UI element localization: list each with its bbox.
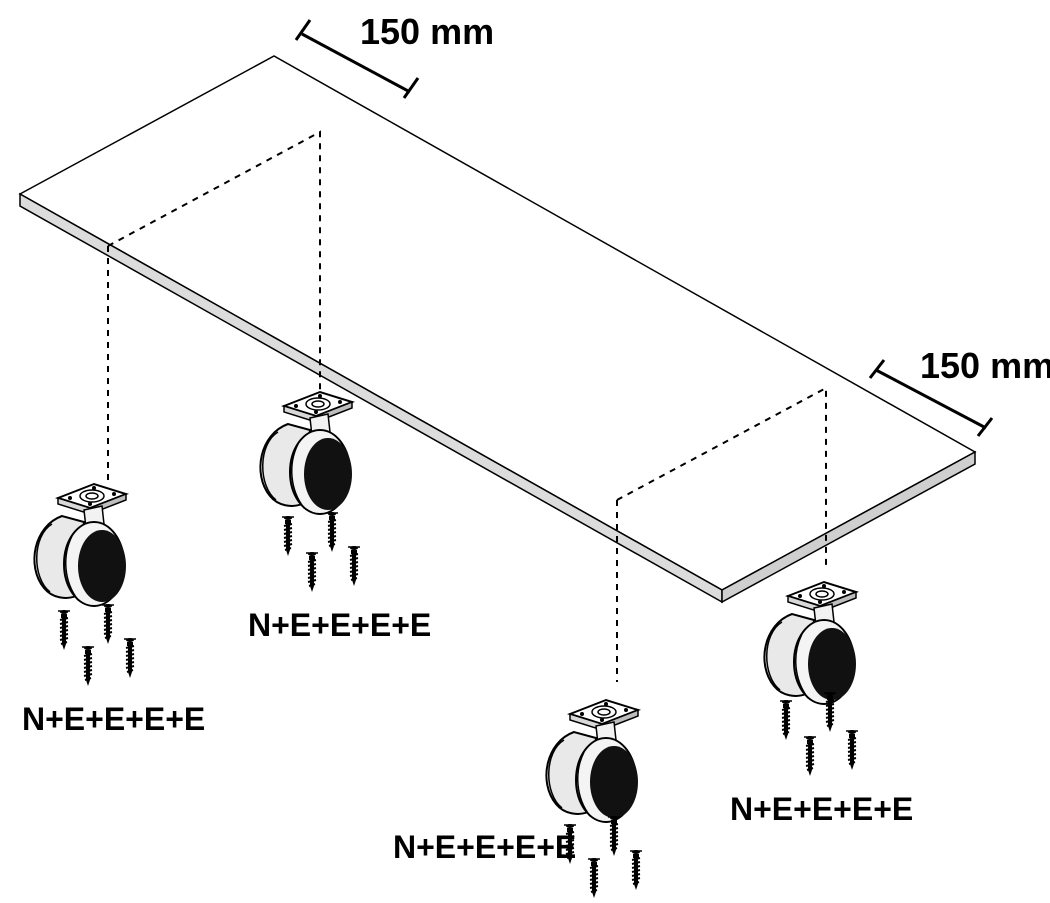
screw-icon xyxy=(779,699,793,741)
screw-group-2 xyxy=(57,603,137,687)
caster-wheel-icon xyxy=(259,391,353,515)
screw-icon xyxy=(305,551,319,593)
screw-set-label: N+E+E+E+E xyxy=(730,791,913,827)
screw-icon xyxy=(845,729,859,771)
caster-wheel-icon xyxy=(33,483,127,607)
screw-icon xyxy=(347,545,361,587)
caster-wheel-icon xyxy=(545,699,639,823)
shelf-board xyxy=(18,55,977,604)
dimension-label-right: 150 mm xyxy=(920,345,1050,386)
screw-icon xyxy=(57,609,71,651)
screw-icon xyxy=(123,637,137,679)
screw-set-label: N+E+E+E+E xyxy=(393,829,576,865)
caster-wheel-icon xyxy=(763,581,857,705)
screw-icon xyxy=(629,849,643,891)
screw-icon xyxy=(803,735,817,777)
placement-guides xyxy=(107,130,827,682)
screw-set-label: N+E+E+E+E xyxy=(22,701,205,737)
screw-icon xyxy=(281,515,295,557)
screw-group-3 xyxy=(779,691,859,777)
screw-icon xyxy=(587,857,601,899)
dimension-label-top: 150 mm xyxy=(360,11,494,52)
screw-group-1 xyxy=(281,511,361,593)
screw-set-label: N+E+E+E+E xyxy=(248,607,431,643)
dimension-top: 150 mm xyxy=(294,11,494,99)
screw-icon xyxy=(325,511,339,553)
screw-icon xyxy=(81,645,95,687)
screw-icon xyxy=(101,603,115,645)
dimension-right: 150 mm xyxy=(868,345,1050,437)
